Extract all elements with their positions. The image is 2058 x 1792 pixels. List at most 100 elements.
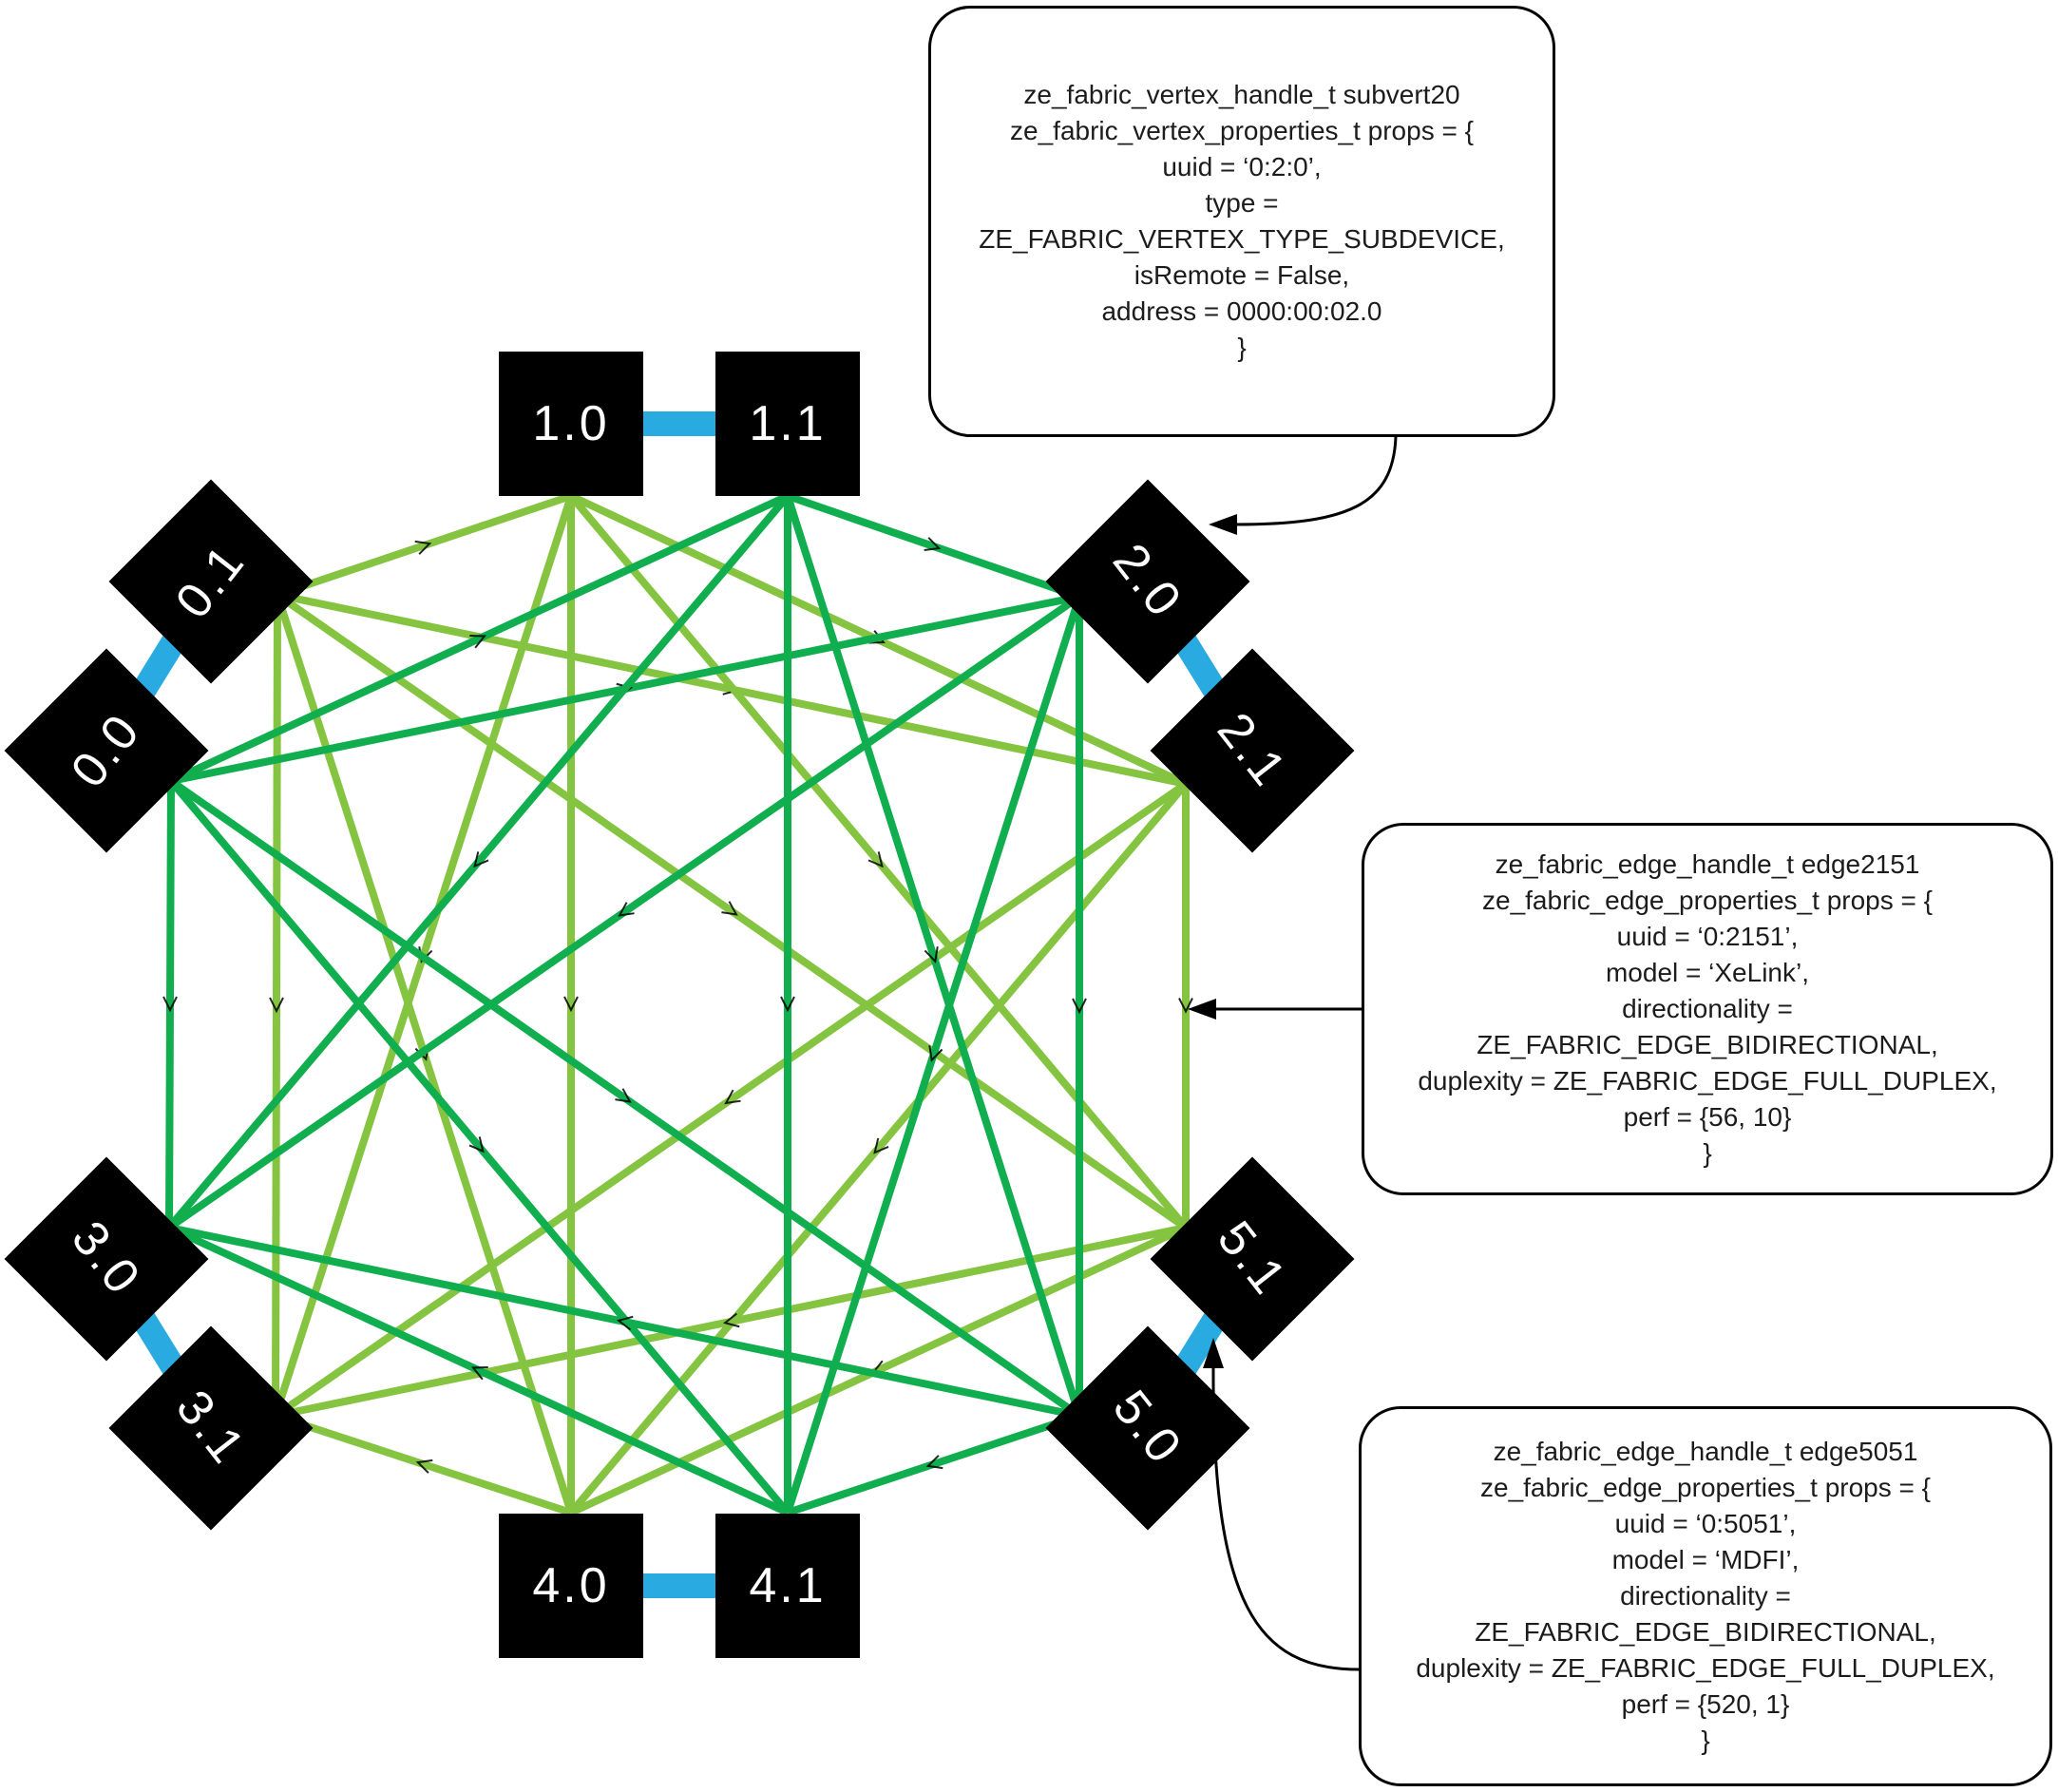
callout-line: ZE_FABRIC_EDGE_BIDIRECTIONAL, — [1475, 1617, 1936, 1647]
subdevice-node-3.1: 3.1 — [108, 1325, 314, 1531]
callout-line: ze_fabric_vertex_properties_t props = { — [1010, 116, 1474, 145]
xelink-edge-1.0-3.1 — [272, 494, 575, 1418]
subdevice-node-1.0: 1.0 — [499, 352, 643, 496]
edge-direction-chevron-icon — [871, 1360, 888, 1374]
node-label: 2.0 — [1102, 534, 1193, 629]
edge-direction-chevron-icon — [415, 1458, 433, 1474]
xelink-edge-1.1-2.0 — [786, 492, 1081, 601]
xelink-edge-2.0-4.1 — [784, 595, 1083, 1515]
edge-direction-chevron-icon — [868, 630, 886, 644]
xelink-edge-0.1-4.0 — [274, 593, 575, 1515]
node-label: 3.0 — [61, 1211, 152, 1306]
edge-direction-chevron-icon — [867, 851, 884, 868]
node-label: 1.1 — [749, 396, 827, 451]
xelink-callout-arrow — [1188, 999, 1362, 1020]
subdevice-node-5.1: 5.1 — [1150, 1156, 1355, 1362]
callout-line: ze_fabric_edge_properties_t props = { — [1482, 886, 1933, 915]
edge-direction-chevron-icon — [563, 996, 579, 1013]
edge-direction-chevron-icon — [721, 901, 738, 916]
xelink-edge-2.0-3.0 — [166, 593, 1082, 1231]
subdevice-node-0.0: 0.0 — [4, 648, 209, 853]
xelink-edge-0.0-5.0 — [168, 777, 1082, 1420]
xelink-edge-4.0-3.1 — [274, 1412, 573, 1516]
edge-direction-chevron-icon — [473, 851, 489, 868]
edge-direction-chevron-icon — [780, 996, 795, 1013]
edge-direction-chevron-icon — [722, 680, 740, 696]
node-label: 3.1 — [165, 1381, 257, 1476]
edge-direction-chevron-icon — [616, 682, 634, 698]
callout-line: directionality = — [1622, 994, 1793, 1023]
arrowhead-left-icon — [1209, 514, 1237, 535]
edge-direction-chevron-icon — [928, 1045, 943, 1062]
xelink-edge-properties-callout: ze_fabric_edge_handle_t edge2151 ze_fabri… — [1362, 823, 2053, 1195]
callout-line: ZE_FABRIC_VERTEX_TYPE_SUBDEVICE, — [979, 224, 1505, 254]
callout-line: } — [1701, 1725, 1710, 1755]
edge-direction-chevron-icon — [414, 540, 432, 555]
arrowhead-up-icon — [1203, 1338, 1224, 1368]
node-label: 0.1 — [165, 534, 257, 629]
mdfi-callout-text: ze_fabric_edge_handle_t edge5051 ze_fabri… — [1362, 1434, 2049, 1759]
callout-line: duplexity = ZE_FABRIC_EDGE_FULL_DUPLEX, — [1416, 1653, 1995, 1683]
mdfi-callout-arrow — [1203, 1338, 1360, 1671]
callout-line: uuid = ‘0:2151’, — [1616, 922, 1799, 951]
callout-line: ZE_FABRIC_EDGE_BIDIRECTIONAL, — [1477, 1030, 1938, 1059]
xelink-edge-5.0-4.1 — [786, 1412, 1081, 1516]
edge-direction-chevron-icon — [615, 1088, 632, 1103]
arrowhead-left-icon — [1188, 999, 1216, 1020]
edge-direction-chevron-icon — [414, 1044, 429, 1061]
subdevice-node-3.0: 3.0 — [4, 1156, 209, 1362]
node-label: 5.0 — [1102, 1381, 1193, 1476]
xelink-edge-0.0-3.0 — [165, 780, 175, 1229]
subdevice-node-2.1: 2.1 — [1150, 648, 1355, 853]
callout-line: directionality = — [1620, 1581, 1791, 1611]
vertex-properties-callout: ze_fabric_vertex_handle_t subvert20 ze_fa… — [928, 6, 1555, 437]
subdevice-node-5.0: 5.0 — [1045, 1325, 1250, 1531]
xelink-edge-5.0-3.0 — [168, 1224, 1080, 1420]
node-label: 1.0 — [532, 396, 610, 451]
vertex-callout-text: ze_fabric_vertex_handle_t subvert20 ze_fa… — [931, 77, 1553, 366]
callout-line: ze_fabric_vertex_handle_t subvert20 — [1023, 80, 1460, 109]
node-label: 2.1 — [1207, 703, 1298, 798]
edge-direction-chevron-icon — [924, 537, 942, 551]
callout-line: ze_fabric_edge_handle_t edge5051 — [1493, 1437, 1918, 1466]
node-label: 5.1 — [1207, 1211, 1298, 1306]
callout-line: ze_fabric_edge_properties_t props = { — [1480, 1473, 1931, 1502]
xelink-edge-0.0-2.0 — [170, 593, 1080, 785]
callout-line: ze_fabric_edge_handle_t edge2151 — [1495, 849, 1920, 879]
edge-direction-chevron-icon — [471, 1365, 488, 1381]
edge-direction-chevron-icon — [468, 1136, 485, 1153]
edge-direction-chevron-icon — [162, 996, 178, 1013]
xelink-edge-0.1-5.1 — [275, 591, 1189, 1231]
callout-line: perf = {520, 1} — [1621, 1689, 1790, 1719]
edge-direction-chevron-icon — [1178, 998, 1193, 1014]
callout-line: model = ‘MDFI’, — [1611, 1545, 1800, 1574]
callout-line: } — [1237, 333, 1247, 362]
callout-line: isRemote = False, — [1134, 260, 1350, 290]
edge-direction-chevron-icon — [418, 946, 433, 963]
subdevice-node-2.0: 2.0 — [1045, 479, 1250, 684]
callout-line: perf = {56, 10} — [1623, 1102, 1792, 1132]
edge-direction-chevron-icon — [618, 902, 635, 917]
callout-line: } — [1703, 1138, 1712, 1168]
callout-line: address = 0000:00:02.0 — [1101, 296, 1382, 326]
edge-direction-chevron-icon — [616, 1315, 634, 1331]
xelink-edge-5.1-3.1 — [275, 1224, 1187, 1420]
callout-line: uuid = ‘0:5051’, — [1614, 1509, 1797, 1538]
subdevice-node-4.1: 4.1 — [715, 1514, 860, 1658]
edge-direction-chevron-icon — [269, 997, 284, 1014]
node-label: 4.0 — [532, 1558, 610, 1613]
xelink-edge-0.1-3.1 — [272, 594, 281, 1417]
mdfi-edge-properties-callout: ze_fabric_edge_handle_t edge5051 ze_fabri… — [1359, 1406, 2052, 1786]
edge-direction-chevron-icon — [722, 1312, 740, 1328]
node-label: 4.1 — [749, 1558, 827, 1613]
xelink-edge-0.1-2.1 — [276, 591, 1187, 788]
edge-direction-chevron-icon — [924, 946, 939, 963]
callout-line: uuid = ‘0:2:0’, — [1162, 152, 1322, 181]
xelink-edge-1.1-5.0 — [784, 494, 1083, 1418]
edge-direction-chevron-icon — [469, 635, 486, 649]
subdevice-node-0.1: 0.1 — [108, 479, 314, 684]
node-label: 0.0 — [61, 703, 152, 798]
edge-direction-chevron-icon — [724, 1089, 741, 1105]
subdevice-node-1.1: 1.1 — [715, 352, 860, 496]
